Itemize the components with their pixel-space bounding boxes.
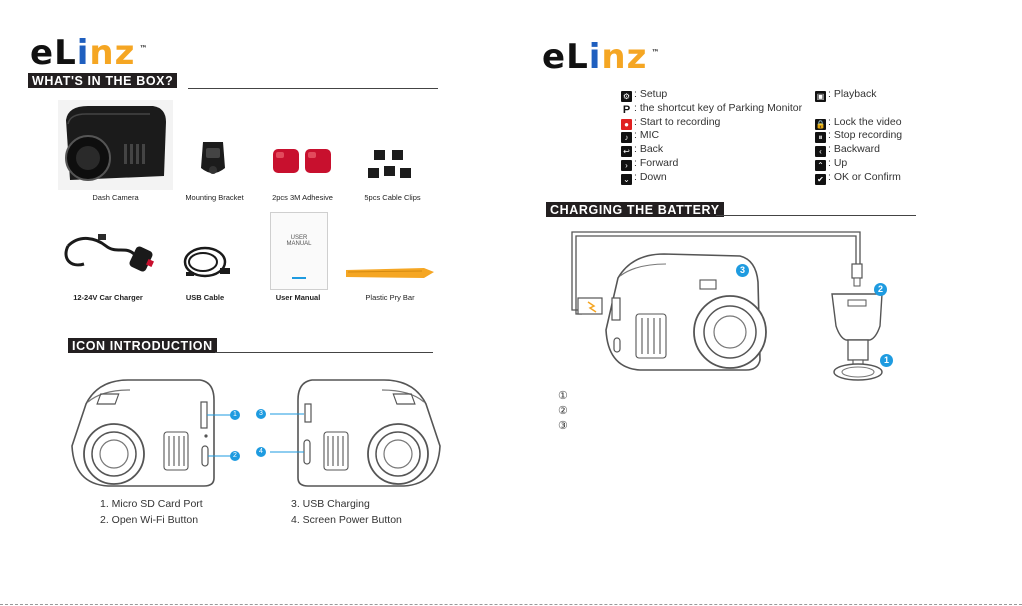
port-label: 4. Screen Power Button	[291, 514, 402, 526]
legend-row: ‹: Backward	[815, 142, 880, 158]
pry-bar-image	[346, 268, 434, 278]
section-title-icon-intro: ICON INTRODUCTION	[68, 338, 217, 353]
record-icon: ●	[621, 118, 632, 130]
item-label: Dash Camera	[92, 193, 139, 202]
adhesive-pads-image	[273, 149, 331, 173]
legend-text: : Forward	[634, 157, 679, 169]
legend-row: ⏸: Stop recording	[815, 128, 903, 144]
charging-diagram	[571, 231, 883, 381]
user-manual-image: USER MANUAL	[270, 212, 328, 290]
legend-text: : Setup	[634, 88, 668, 100]
legend-row: ●: Start to recording	[621, 115, 721, 130]
section-rule	[716, 215, 916, 216]
legend-text: : OK or Confirm	[828, 170, 901, 183]
legend-row: ♪: MIC	[621, 128, 660, 144]
lock-icon: 🔒	[815, 118, 826, 130]
forward-icon: ›	[621, 160, 632, 171]
manual-cover-logo	[292, 277, 306, 279]
charging-marker-2: 2	[874, 283, 887, 296]
page-bottom-border	[0, 604, 1022, 605]
legend-text: : MIC	[634, 129, 660, 142]
legend-row: ▣: Playback	[815, 87, 877, 102]
section-title-whats-in-box: WHAT'S IN THE BOX?	[28, 73, 178, 88]
charging-marker-3: 3	[736, 264, 749, 277]
marker-2: 2	[230, 451, 240, 461]
brand-logo-left: eLinz ™	[30, 33, 148, 73]
legend-text: : Down	[634, 170, 667, 183]
car-charger-image	[64, 234, 154, 272]
playback-icon: ▣	[815, 91, 826, 102]
charging-step: ①	[558, 390, 568, 402]
item-label: Plastic Pry Bar	[365, 293, 415, 302]
section-title-charging: CHARGING THE BATTERY	[546, 202, 724, 217]
down-icon: ⌄	[621, 173, 632, 185]
legend-text: : the shortcut key of Parking Monitor	[634, 101, 803, 114]
ok-icon: ✔	[815, 173, 826, 185]
legend-row: ⚙: Setup	[621, 87, 668, 102]
legend-text: : Playback	[828, 88, 877, 100]
up-icon: ⌃	[815, 160, 826, 171]
marker-1: 1	[230, 410, 240, 420]
manual-cover-text: USER MANUAL	[286, 235, 312, 247]
mic-icon: ♪	[621, 132, 632, 144]
item-label: User Manual	[275, 293, 321, 302]
item-label: Mounting Bracket	[185, 193, 244, 202]
gear-icon: ⚙	[621, 91, 632, 102]
legend-row: ✔: OK or Confirm	[815, 170, 901, 185]
usb-cable-image	[183, 246, 230, 278]
port-label: 3. USB Charging	[291, 498, 370, 510]
camera-diagram-right	[270, 379, 441, 487]
item-label: 2pcs 3M Adhesive	[272, 193, 333, 202]
charging-marker-1: 1	[880, 354, 893, 367]
marker-3: 3	[256, 409, 266, 419]
back-icon: ↩	[621, 146, 632, 158]
item-label: 5pcs Cable Clips	[364, 193, 421, 202]
legend-row: ⌄: Down	[621, 170, 667, 185]
legend-text: : Up	[828, 157, 848, 169]
item-label: 12-24V Car Charger	[73, 293, 143, 302]
port-label: 1. Micro SD Card Port	[100, 498, 203, 510]
charging-step: ②	[558, 405, 568, 417]
backward-icon: ‹	[815, 146, 826, 158]
brand-logo-right: eLinz ™	[542, 37, 660, 77]
mounting-bracket-image	[201, 142, 225, 174]
legend-text: : Backward	[828, 143, 880, 156]
camera-diagram-left	[71, 379, 232, 487]
parking-icon: P	[622, 103, 631, 116]
legend-text: : Start to recording	[634, 115, 721, 128]
trademark-mark: ™	[651, 48, 660, 57]
item-label: USB Cable	[185, 293, 225, 302]
legend-row: ↩: Back	[621, 142, 664, 158]
legend-row: ›: Forward	[621, 156, 679, 171]
dash-camera-image	[58, 100, 173, 190]
legend-row: ⌃: Up	[815, 156, 848, 171]
legend-row: P: the shortcut key of Parking Monitor	[621, 101, 803, 116]
section-rule	[215, 352, 433, 353]
port-label: 2. Open Wi-Fi Button	[100, 514, 199, 526]
stop-icon: ⏸	[815, 132, 826, 144]
cable-clips-image	[368, 150, 411, 178]
charging-step: ③	[558, 420, 568, 432]
legend-row: 🔒: Lock the video	[815, 115, 902, 130]
legend-text: : Stop recording	[828, 129, 903, 142]
legend-text: : Lock the video	[828, 115, 902, 128]
legend-text: : Back	[634, 143, 664, 156]
marker-4: 4	[256, 447, 266, 457]
trademark-mark: ™	[139, 44, 148, 53]
section-rule	[188, 88, 438, 89]
